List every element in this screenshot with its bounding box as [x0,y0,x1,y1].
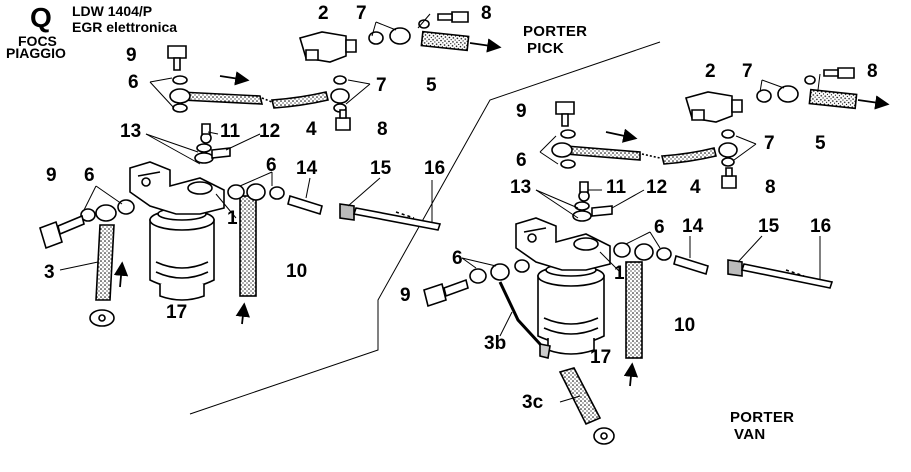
hose-5-pick [420,30,470,52]
callout: 13 [510,177,532,198]
callout: 17 [166,302,188,323]
callout: 3b [484,333,507,354]
flow-arrows-van [605,95,890,387]
leader-lines-van [461,73,821,403]
section-letter: Q [30,2,52,33]
callout: 11 [606,177,627,198]
pipe-16-pick [352,207,442,231]
callout: 16 [810,216,832,237]
callout: 7 [764,133,775,154]
callout: 6 [84,165,95,186]
egr-valve-2-pick [298,31,357,63]
leader-lines-pick [59,13,433,271]
callout: 2 [705,61,716,82]
callout: 3c [522,392,544,413]
callout: 3 [44,262,55,283]
hose-4-pick [178,91,264,105]
filter-head-1-pick [129,161,225,215]
variant-van-line-2: VAN [734,426,766,443]
callout: 7 [376,75,387,96]
callout: 9 [46,165,57,186]
callout: 12 [259,121,281,142]
hose-10-van [625,261,643,359]
hose-5-van [808,88,858,110]
callout: 12 [646,177,668,198]
callout: 17 [590,347,612,368]
callout: 2 [318,3,329,24]
variant-van-line-1: PORTER [730,409,795,426]
callout: 4 [690,177,701,198]
callout: 6 [516,150,527,171]
callout: 14 [682,216,704,237]
section-divider [189,41,661,415]
callout: 7 [356,3,367,24]
callout: 13 [120,121,142,142]
callout: 5 [426,75,437,96]
callout: 6 [266,155,277,176]
callout: 8 [765,177,776,198]
callout: 8 [867,61,878,82]
callout: 7 [742,61,753,82]
brand-line-2: PIAGGIO [6,45,66,61]
egr-valve-2-van [684,91,743,123]
van-assembly [423,67,858,445]
brand-line-1: FOCS [18,33,57,49]
callout: 8 [377,119,388,140]
callout: 16 [424,158,446,179]
engine-variant: EGR elettronica [72,19,178,35]
callout: 10 [674,315,696,336]
callout: 10 [286,261,308,282]
variant-pick-line-2: PICK [527,40,565,57]
callout: 11 [220,121,241,142]
filter-head-1-van [515,217,611,271]
callout: 15 [370,158,392,179]
callout: 6 [452,248,463,269]
callout: 15 [758,216,780,237]
fuel-filter-17-van [537,263,605,355]
callout: 6 [654,217,665,238]
callout: 9 [400,285,411,306]
fitting-14-van [673,254,709,276]
fuel-filter-17-pick [149,207,215,301]
pick-assembly [39,11,470,327]
callout: 9 [126,45,137,66]
callout: 1 [227,208,238,229]
callout: 5 [815,133,826,154]
hose-3-pick [95,224,115,301]
hose-4-van [565,145,641,161]
fitting-14-pick [287,194,323,216]
callout: 4 [306,119,317,140]
engine-model: LDW 1404/P [72,3,153,19]
callout: 8 [481,3,492,24]
callout: 6 [128,72,139,93]
flow-arrows-pick [113,38,502,325]
hose-10-pick [239,195,257,297]
pipe-16-van [740,263,834,289]
callout: 14 [296,158,318,179]
callout: 1 [614,263,625,284]
callout: 9 [516,101,527,122]
variant-pick-line-1: PORTER [523,23,588,40]
